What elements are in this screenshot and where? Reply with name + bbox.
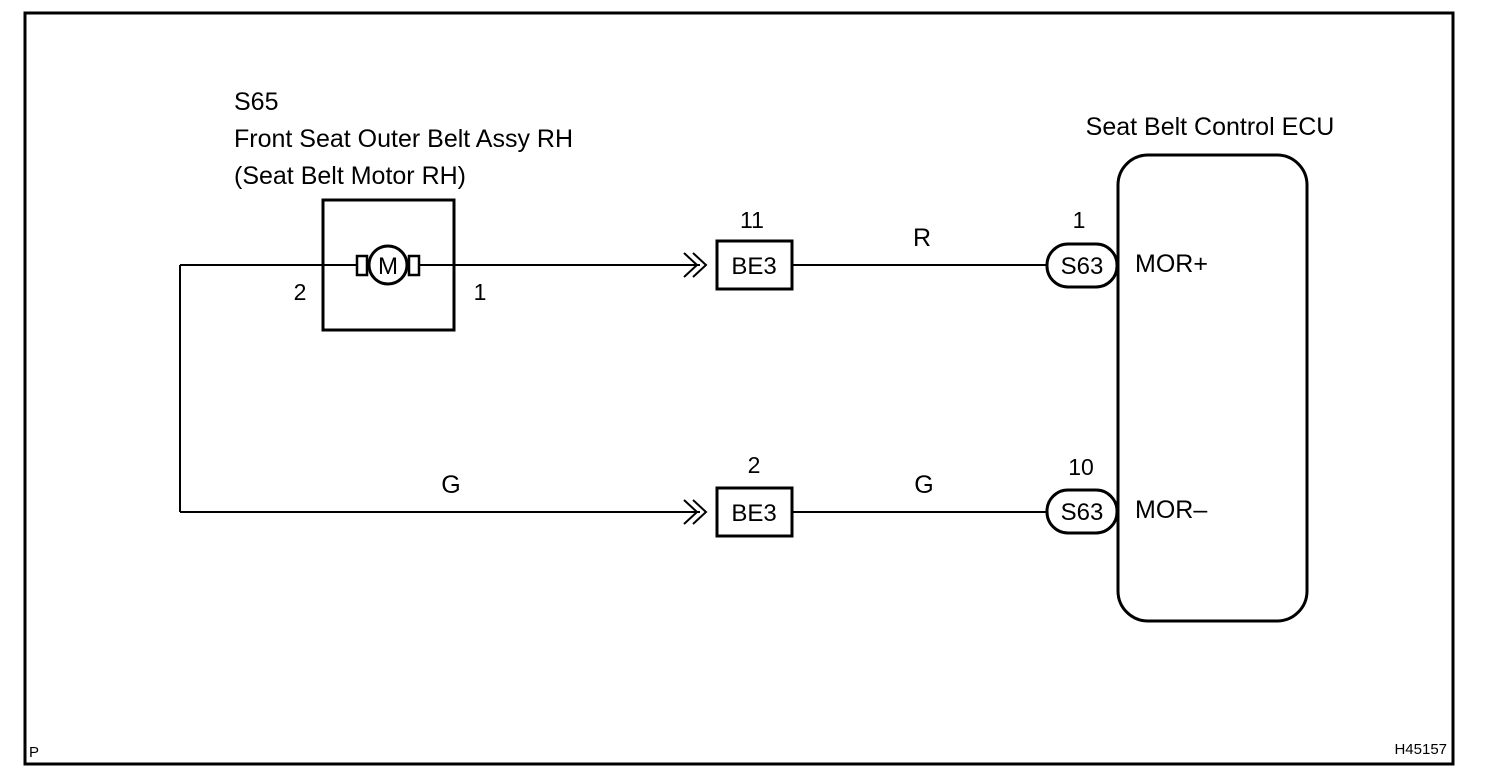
junction-bottom-pin: 2 [748, 452, 761, 478]
ecu-connector-bottom: S63 [1045, 488, 1119, 535]
figure-id: H45157 [1394, 741, 1447, 758]
motor-pin-right: 1 [474, 279, 487, 305]
motor-component-name: Front Seat Outer Belt Assy RH [234, 125, 573, 153]
ecu-name: Seat Belt Control ECU [1086, 113, 1335, 141]
wire-top-color: R [913, 224, 931, 252]
ecu-connector-top-pin: 1 [1073, 207, 1086, 233]
ecu-connector-top-label: S63 [1061, 253, 1104, 280]
junction-top-label: BE3 [731, 253, 776, 280]
junction-connector-top: BE3 [683, 239, 794, 291]
ecu-terminal-top: MOR+ [1135, 250, 1208, 278]
motor-icon: M [355, 244, 421, 286]
diagram-frame [23, 11, 1455, 766]
ecu-connector-top: S63 [1045, 242, 1119, 289]
wire-bottom-left-color: G [441, 471, 460, 499]
ecu-terminal-bottom: MOR– [1135, 496, 1207, 524]
ecu-box [1116, 153, 1309, 623]
junction-bottom-label: BE3 [731, 500, 776, 527]
ecu-connector-bottom-pin: 10 [1068, 454, 1094, 480]
motor-symbol-letter: M [378, 253, 398, 280]
motor-component-code: S65 [234, 88, 278, 116]
motor-pin-left: 2 [294, 279, 307, 305]
footer-left-mark: P [29, 744, 39, 761]
junction-top-pin: 11 [740, 207, 764, 233]
wire-bottom-right-color: G [914, 471, 933, 499]
motor-component-subname: (Seat Belt Motor RH) [234, 162, 466, 190]
ecu-connector-bottom-label: S63 [1061, 499, 1104, 526]
junction-connector-bottom: BE3 [683, 486, 794, 538]
